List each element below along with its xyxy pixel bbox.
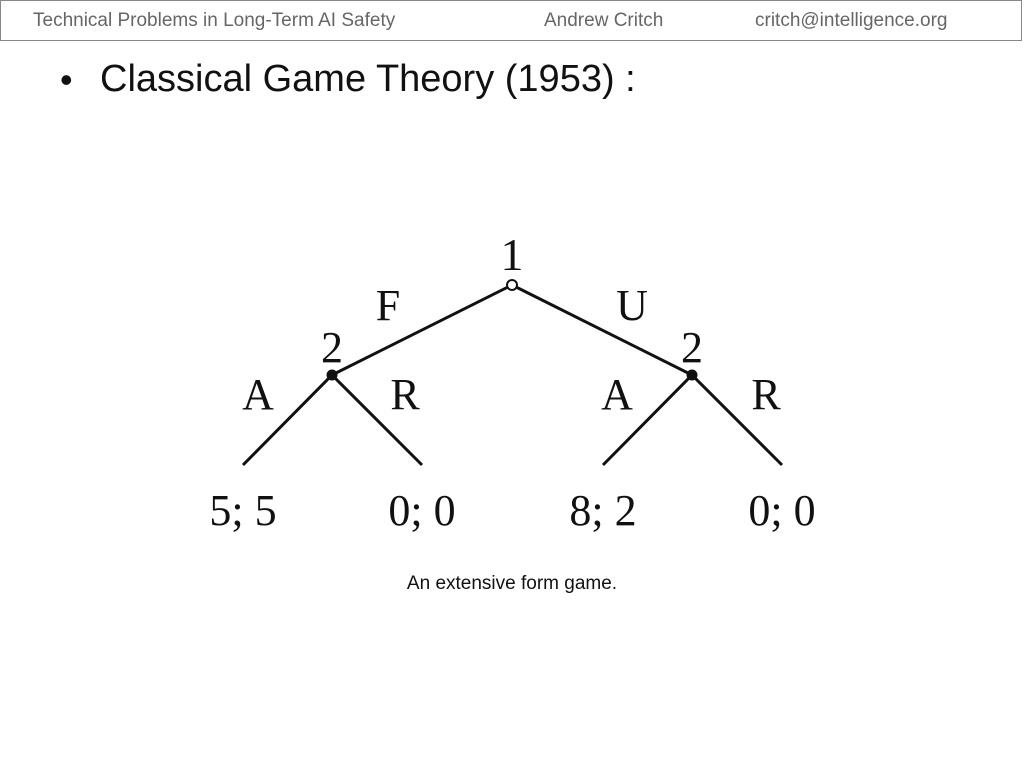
- bullet-item: • Classical Game Theory (1953) :: [60, 58, 636, 101]
- left-branch-label: F: [376, 281, 400, 330]
- edge-root-right: [511, 283, 693, 377]
- edge-root-left: [331, 283, 513, 377]
- edge-left-accept: [241, 373, 334, 467]
- left-accept-label: A: [242, 370, 274, 419]
- slide-header: Technical Problems in Long-Term AI Safet…: [0, 0, 1022, 41]
- root-node: [506, 279, 518, 291]
- payoff-label: 8; 2: [569, 486, 636, 535]
- left-decision-node: [326, 369, 338, 381]
- right-reject-label: R: [751, 370, 781, 419]
- edge-right-accept: [601, 373, 694, 467]
- header-author: Andrew Critch: [544, 9, 664, 31]
- header-title: Technical Problems in Long-Term AI Safet…: [33, 9, 396, 31]
- right-decision-node: [686, 369, 698, 381]
- payoff-label: 0; 0: [388, 486, 455, 535]
- left-reject-label: R: [390, 370, 420, 419]
- edge-left-reject: [330, 373, 424, 467]
- payoff-label: 5; 5: [209, 486, 276, 535]
- payoff-label: 0; 0: [748, 486, 815, 535]
- right-node-player-label: 2: [681, 323, 703, 372]
- bullet-text: Classical Game Theory (1953) :: [100, 58, 636, 100]
- edge-right-reject: [690, 373, 784, 467]
- header-email: critch@intelligence.org: [755, 9, 948, 31]
- figure-caption: An extensive form game.: [406, 573, 618, 594]
- right-accept-label: A: [601, 370, 633, 419]
- bullet-dot-icon: •: [60, 58, 73, 100]
- right-branch-label: U: [616, 281, 648, 330]
- left-node-player-label: 2: [321, 323, 343, 372]
- root-player-label: 1: [501, 229, 524, 280]
